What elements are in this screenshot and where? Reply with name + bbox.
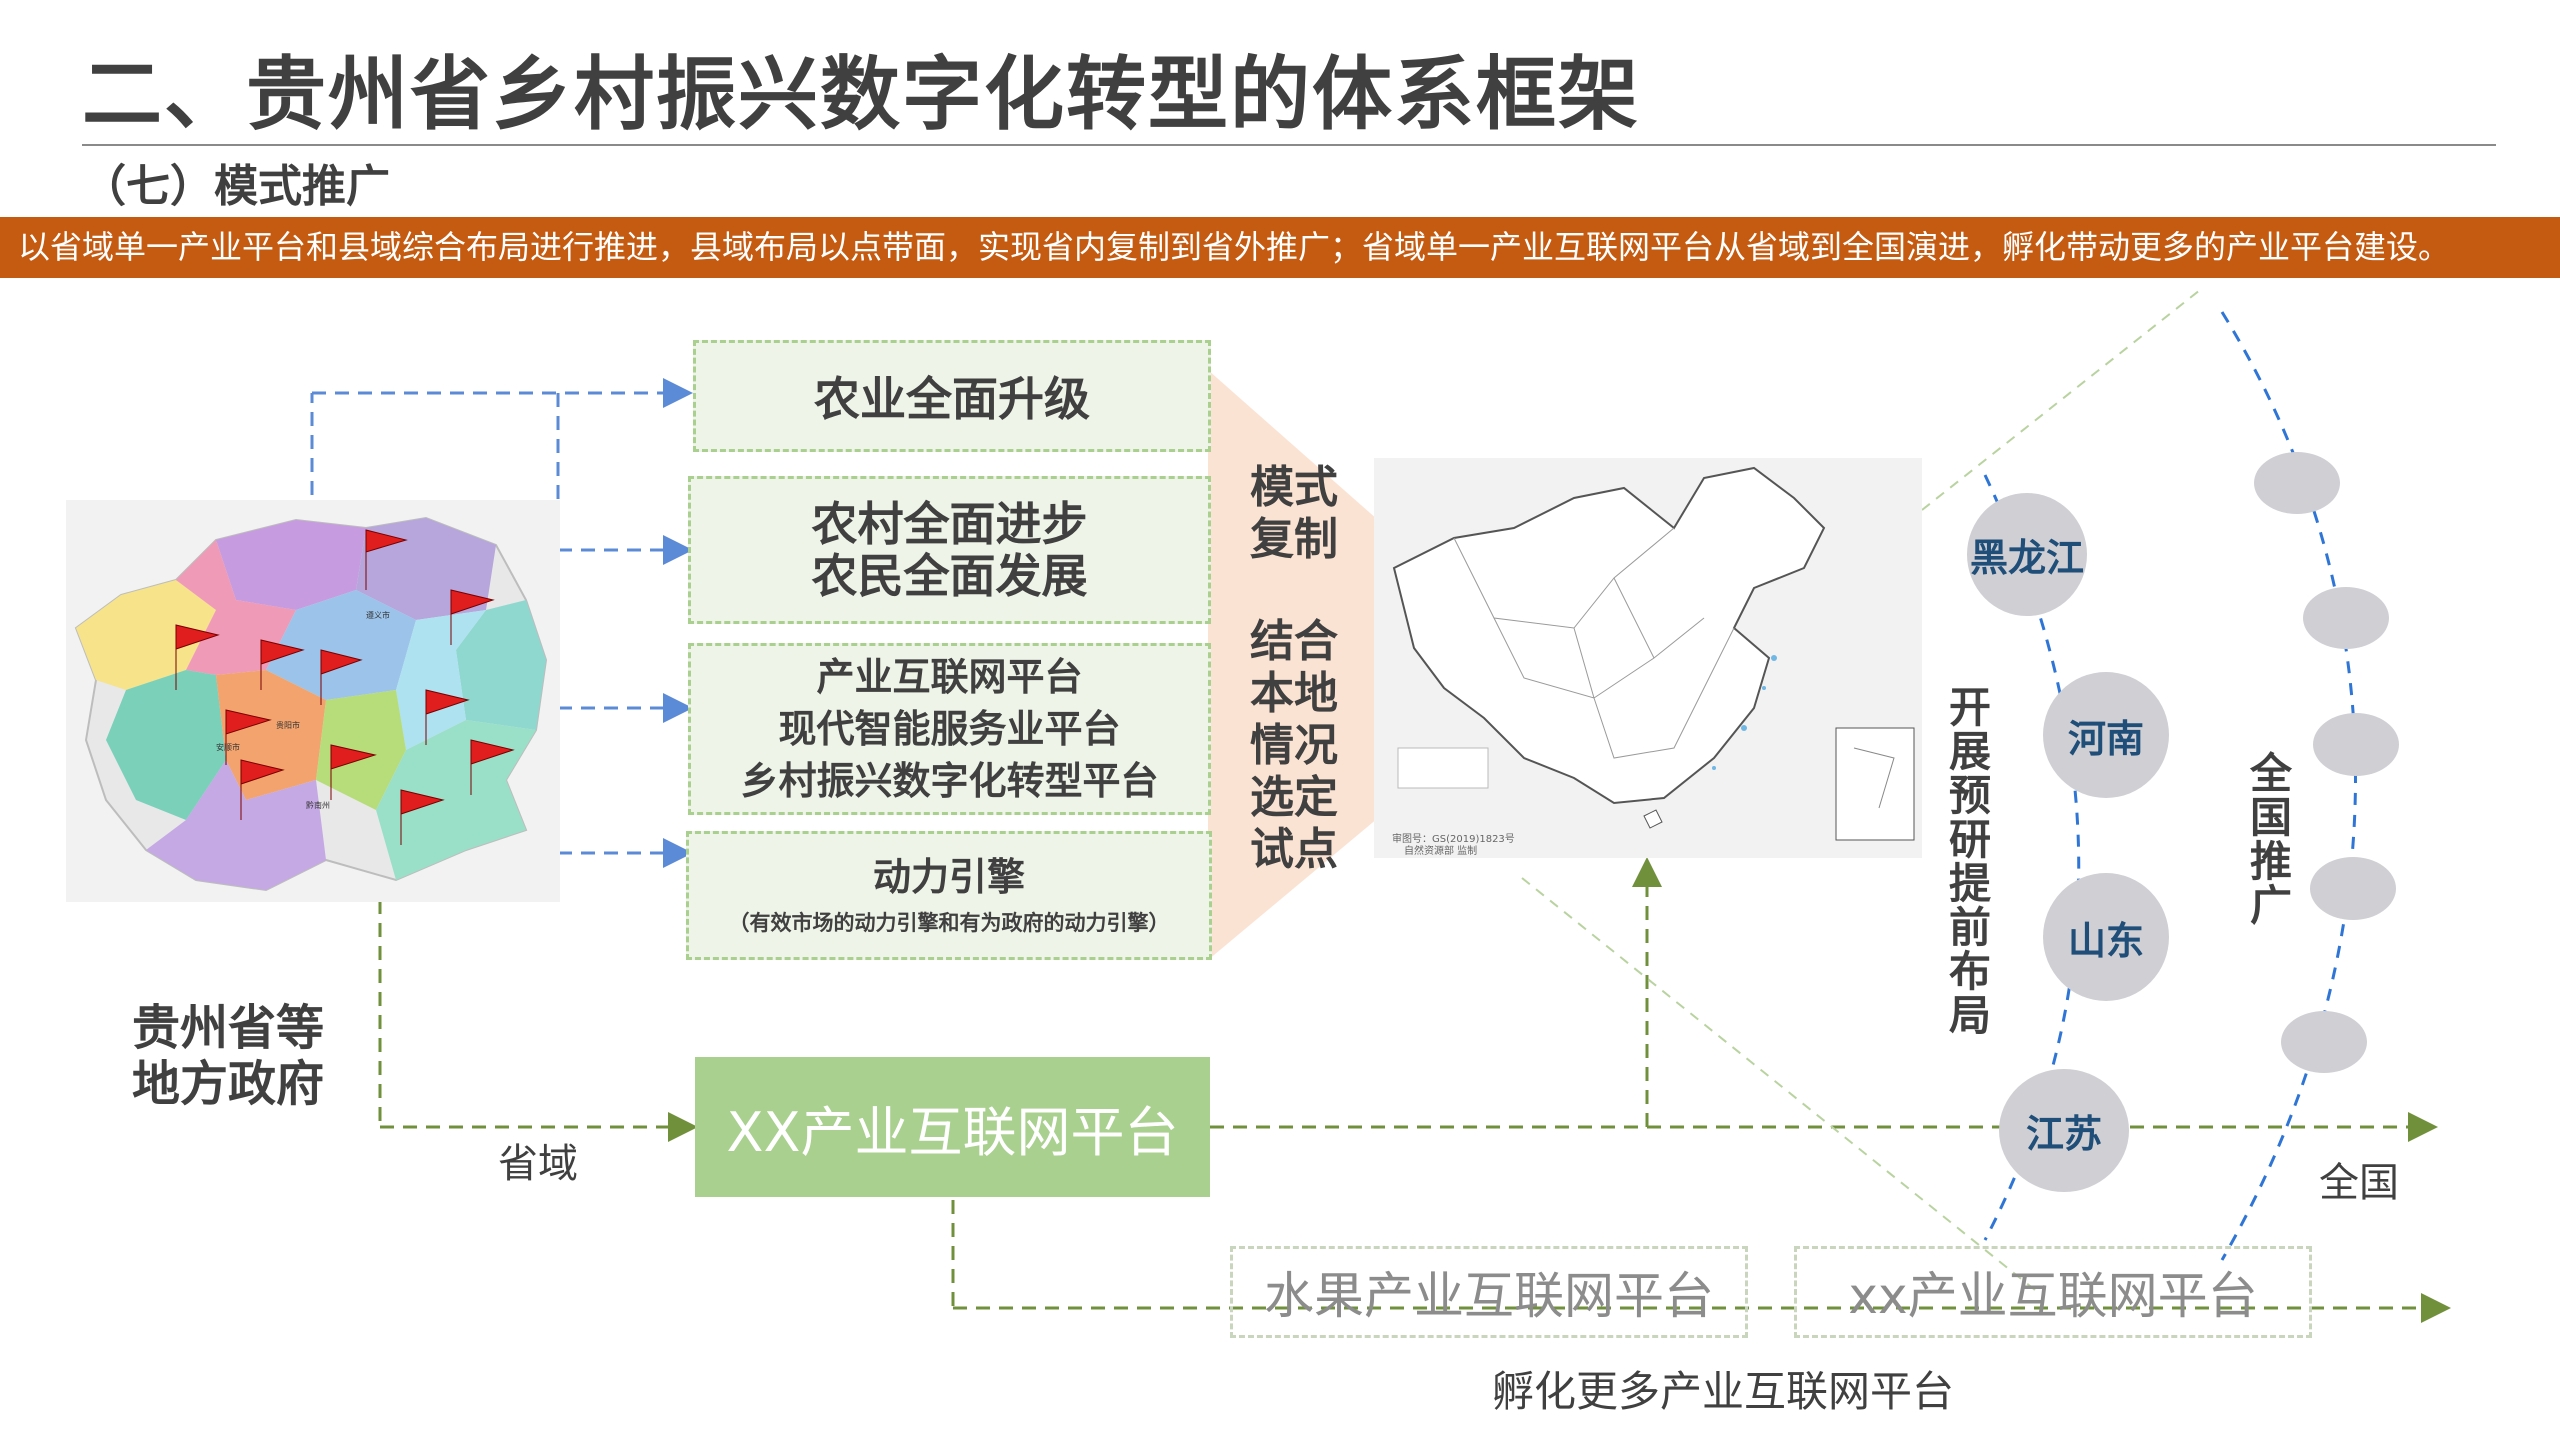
- goal-box-rural-line2: 农民全面发展: [811, 549, 1088, 603]
- province-jiangsu: 江苏: [1999, 1069, 2129, 1192]
- china-map-icon: 审图号：GS(2019)1823号 自然资源部 监制: [1392, 466, 1915, 857]
- province-heilongjiang: 黑龙江: [1967, 493, 2087, 616]
- mode-pilot-text: 结合 本地 情况 选定 试点: [1244, 616, 1344, 876]
- mode-copy-line1: 模式: [1250, 462, 1338, 513]
- province-shandong: 山东: [2043, 873, 2169, 1001]
- incubate-label: 孵化更多产业互联网平台: [1492, 1367, 1955, 1416]
- goal-box-platforms: 产业互联网平台 现代智能服务业平台 乡村振兴数字化转型平台: [688, 643, 1211, 815]
- goal-box-platforms-line1: 产业互联网平台: [816, 655, 1083, 699]
- gov-label-line1: 贵州省等: [132, 1000, 325, 1056]
- guizhou-map: 遵义市贵阳市 安顺市黔南州: [66, 500, 560, 902]
- goal-box-rural-line1: 农村全面进步: [811, 497, 1088, 551]
- national-label: 全国: [2319, 1160, 2399, 1206]
- china-map: 审图号：GS(2019)1823号 自然资源部 监制: [1374, 458, 1922, 858]
- mode-pilot-line1: 结合: [1250, 616, 1338, 667]
- goal-box-agriculture-text: 农业全面升级: [814, 372, 1090, 426]
- mode-copy-line2: 复制: [1250, 514, 1338, 565]
- gov-label-line2: 地方政府: [132, 1056, 325, 1112]
- goal-box-agriculture: 农业全面升级: [693, 340, 1211, 452]
- national-node-5: [2281, 1011, 2367, 1073]
- goal-box-rural: 农村全面进步 农民全面发展: [688, 476, 1211, 624]
- mode-copy-text: 模式 复制: [1244, 462, 1344, 566]
- pre-layout-label: 开展预研提前布局: [1948, 683, 1991, 1040]
- title-divider: [82, 144, 2496, 146]
- national-node-4: [2310, 857, 2396, 920]
- fruit-platform-box: 水果产业互联网平台: [1230, 1246, 1748, 1338]
- goal-box-engine: 动力引擎 （有效市场的动力引擎和有为政府的动力引擎）: [686, 831, 1212, 960]
- province-henan: 河南: [2043, 672, 2169, 798]
- mode-pilot-line5: 试点: [1250, 824, 1338, 875]
- summary-banner: 以省域单一产业平台和县域综合布局进行推进，县域布局以点带面，实现省内复制到省外推…: [0, 217, 2560, 278]
- goal-box-engine-title: 动力引擎: [872, 854, 1025, 899]
- mode-pilot-line3: 情况: [1250, 720, 1338, 771]
- svg-text:遵义市: 遵义市: [366, 610, 390, 620]
- goal-box-engine-note: （有效市场的动力引擎和有为政府的动力引擎）: [728, 910, 1170, 935]
- svg-text:贵阳市: 贵阳市: [276, 720, 300, 730]
- china-map-note1: 审图号：GS(2019)1823号: [1392, 832, 1515, 845]
- national-node-1: [2254, 452, 2340, 514]
- mode-pilot-line2: 本地: [1250, 668, 1338, 719]
- xx-platform-box: xx产业互联网平台: [1794, 1246, 2312, 1338]
- national-node-2: [2303, 587, 2389, 649]
- mode-pilot-line4: 选定: [1250, 772, 1338, 823]
- goal-box-platforms-line2: 现代智能服务业平台: [778, 707, 1121, 751]
- main-platform-box: XX产业互联网平台: [695, 1057, 1210, 1197]
- section-subtitle: （七）模式推广: [82, 161, 390, 212]
- national-promo-label: 全国推广: [2249, 749, 2292, 930]
- funnel-shape: [1208, 370, 1378, 960]
- svg-text:安顺市: 安顺市: [216, 742, 240, 752]
- provincial-label: 省域: [498, 1141, 578, 1187]
- goal-box-platforms-line3: 乡村振兴数字化转型平台: [740, 759, 1159, 803]
- svg-text:黔南州: 黔南州: [306, 800, 330, 810]
- page-title: 二、贵州省乡村振兴数字化转型的体系框架: [82, 48, 1640, 141]
- china-map-note2: 自然资源部 监制: [1404, 844, 1477, 857]
- national-node-3: [2313, 713, 2399, 776]
